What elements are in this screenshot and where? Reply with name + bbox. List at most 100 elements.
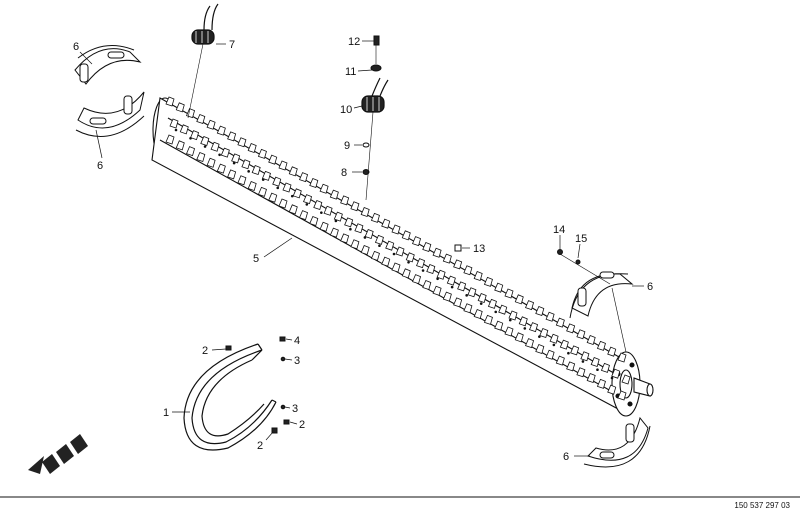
drawing-number: 150 537 297 03 — [734, 501, 790, 510]
rotor-tooth — [278, 198, 288, 209]
rotor-tooth — [514, 332, 524, 343]
rotor-tooth — [422, 241, 432, 252]
rivet-part-3-bottom — [280, 404, 286, 410]
rotor-tooth — [385, 240, 395, 251]
rotor-tooth — [504, 288, 514, 299]
rotor-tooth — [442, 253, 452, 264]
rotor-tooth — [453, 297, 463, 308]
rotor-tooth — [549, 333, 559, 344]
rotor-tooth — [518, 316, 528, 327]
rotor-tooth — [576, 329, 586, 340]
rotor-tooth — [299, 172, 309, 183]
hardware-parts — [362, 35, 581, 265]
rotor-tooth — [600, 362, 610, 373]
rotor-bolt-hole — [363, 236, 367, 239]
rotor-tooth — [374, 234, 384, 245]
rotor-tooth — [175, 102, 185, 113]
bearing-shell-upper-left — [74, 45, 142, 85]
screw-part-2-top — [225, 345, 232, 351]
rotor-tooth — [432, 247, 442, 258]
rotor-tooth — [251, 165, 261, 176]
rotor-tooth — [508, 310, 518, 321]
rotor-tooth — [257, 186, 267, 197]
callout-6-lower-left: 6 — [97, 160, 103, 172]
rotor-tooth — [227, 131, 237, 142]
rotor-tooth — [529, 322, 539, 333]
rotor-tooth — [586, 373, 596, 384]
rotor-bolt-hole — [392, 252, 396, 256]
spring-part-7 — [191, 3, 219, 45]
rotor-tooth — [436, 269, 446, 280]
rotor-tooth — [206, 157, 216, 168]
rotor-tooth — [288, 204, 298, 215]
rotor-bolt-hole — [494, 310, 498, 314]
rotor-tooth — [179, 124, 189, 135]
rotor-tooth — [319, 183, 329, 194]
rotor-tooth — [566, 361, 576, 372]
rotor-bolt-hole — [290, 194, 294, 198]
rotor-bolt-hole — [203, 145, 207, 148]
rotor-tooth — [453, 259, 463, 270]
rotor-tooth — [463, 265, 473, 276]
rotor-tooth — [432, 285, 442, 296]
rotor-teeth — [165, 96, 631, 401]
rotor-tooth — [216, 125, 226, 136]
rotor-tooth — [354, 223, 364, 234]
rotor-tooth — [473, 271, 483, 282]
washer-part-15 — [575, 259, 581, 265]
rotor-tooth — [299, 210, 309, 221]
rotor-tooth — [401, 268, 411, 279]
rotor-bolt-hole — [407, 260, 410, 264]
rotor-tooth — [596, 378, 606, 389]
rotor-tooth — [504, 326, 514, 337]
rotor-tooth — [391, 262, 401, 273]
rotor-tooth — [611, 368, 621, 379]
rotor-tooth — [535, 305, 545, 316]
rotor-tooth — [596, 340, 606, 351]
rotor-tooth — [412, 274, 422, 285]
rotor-tooth — [555, 317, 565, 328]
rotor-tooth — [364, 229, 374, 240]
rotor-tooth — [340, 195, 350, 206]
rotor-bolt-hole — [378, 244, 381, 248]
rotor-tooth — [607, 346, 617, 357]
rotor-tooth — [231, 153, 241, 164]
rotor-tooth — [227, 169, 237, 180]
bearing-shell-lower-left — [75, 91, 145, 137]
rotor-tooth — [525, 300, 535, 311]
callout-6-upper-right: 6 — [647, 281, 653, 293]
rotor-tooth — [360, 245, 370, 256]
rotor-tooth — [241, 159, 251, 170]
rotor-tooth — [360, 207, 370, 218]
rotor-tooth — [206, 119, 216, 130]
callout-6-lower-right: 6 — [563, 451, 569, 463]
rotor-tooth — [340, 233, 350, 244]
rotor-tooth — [237, 137, 247, 148]
rotor-bolt-hole — [581, 360, 585, 363]
bearing-shell-lower-right — [583, 416, 651, 468]
rotor-tooth — [190, 130, 200, 141]
callout-13: 13 — [473, 243, 485, 255]
rotor-tooth — [220, 147, 230, 158]
rotor-bolt-hole — [261, 178, 265, 181]
rotor-tooth — [545, 311, 555, 322]
rotor-tooth — [247, 181, 257, 192]
rotor-tooth — [247, 143, 257, 154]
callout-6-upper-left: 6 — [73, 41, 79, 53]
callout-5: 5 — [253, 253, 259, 265]
rotor-tooth — [319, 221, 329, 232]
rotor-bolt-hole — [320, 211, 323, 214]
rotor-tooth — [323, 205, 333, 216]
callout-8: 8 — [341, 167, 347, 179]
rotor-tooth — [268, 154, 278, 165]
callout-11: 11 — [345, 66, 356, 78]
callout-2-top: 2 — [202, 345, 208, 357]
callout-12: 12 — [348, 36, 360, 48]
rotor-tooth — [494, 282, 504, 293]
rotor-tooth — [261, 170, 271, 181]
rotor-tooth — [416, 258, 426, 269]
rotor-bolt-hole — [334, 219, 338, 223]
rotor-tooth — [576, 367, 586, 378]
